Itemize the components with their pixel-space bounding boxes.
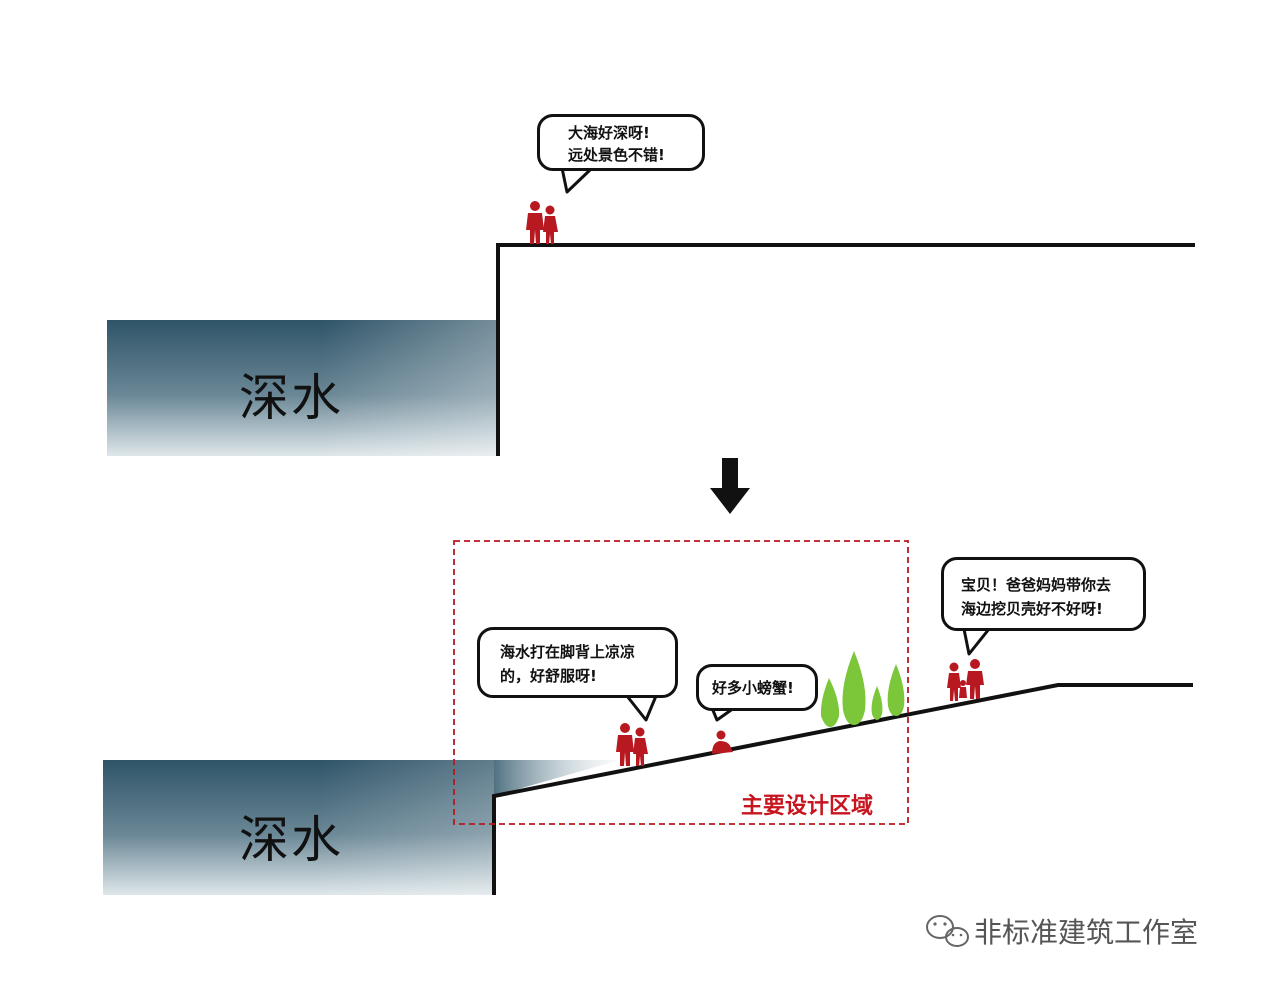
bubble-right-tail (962, 628, 991, 656)
water-label-bottom: 深水 (239, 811, 343, 869)
bubble-left-line-1: 海水打在脚背上凉凉 (500, 643, 636, 661)
wechat-icon (926, 915, 969, 947)
speech-bubble-middle: 好多小螃蟹! (696, 664, 818, 711)
design-zone-label: 主要设计区域 (741, 794, 874, 819)
bubble-left-tail (625, 695, 658, 722)
bubble-left-line-2: 的，好舒服呀! (500, 667, 597, 685)
family-right (947, 659, 984, 701)
bubble-top-tail (560, 167, 592, 194)
slope-profile (492, 683, 1193, 895)
speech-bubble-left: 海水打在脚背上凉凉 的，好舒服呀! (477, 627, 678, 698)
bubble-middle-line-1: 好多小螃蟹! (712, 679, 794, 697)
speech-bubble-top: 大海好深呀! 远处景色不错! (537, 114, 705, 171)
bubble-top-line-2: 远处景色不错! (568, 146, 665, 164)
design-zone-box (453, 540, 909, 825)
watermark: 非标准建筑工作室 (924, 911, 1198, 951)
couple-bottom-left (616, 723, 648, 766)
watermark-text: 非标准建筑工作室 (974, 916, 1199, 949)
bubble-top-line-1: 大海好深呀! (568, 124, 650, 142)
trees (820, 651, 905, 727)
couple-top (526, 201, 558, 244)
bubble-right-line-1: 宝贝！爸爸妈妈带你去 (961, 576, 1112, 594)
top-section (107, 167, 1195, 456)
tree-4 (887, 664, 905, 716)
tree-1 (820, 678, 840, 727)
water-label-top: 深水 (239, 369, 343, 427)
crouching-person (712, 730, 733, 754)
cliff-profile (496, 243, 1195, 456)
arrow-down-icon (710, 458, 750, 514)
speech-bubble-right: 宝贝！爸爸妈妈带你去 海边挖贝壳好不好呀! (941, 557, 1146, 631)
bubble-right-line-2: 海边挖贝壳好不好呀! (961, 600, 1103, 618)
bubble-middle-tail (710, 706, 735, 722)
bottom-section (103, 540, 1193, 895)
tree-3 (871, 686, 883, 720)
shallow-water (494, 760, 620, 796)
tree-2 (842, 651, 866, 725)
